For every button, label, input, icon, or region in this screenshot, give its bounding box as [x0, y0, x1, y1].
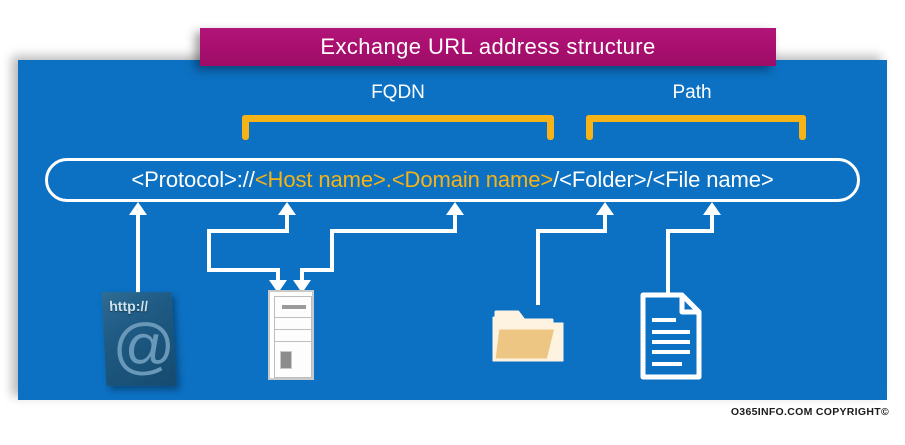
- connector-domainname-v1: [453, 214, 457, 231]
- server-icon-led: [280, 351, 292, 369]
- folder-icon: [492, 298, 564, 364]
- connector-domainname-v2: [330, 229, 334, 272]
- protocol-icon: http:// @: [101, 292, 178, 386]
- arrow-protocol-up: [129, 202, 147, 215]
- url-structure-bar: <Protocol>://<Host name>.<Domain name>/<…: [45, 158, 860, 202]
- arrow-domainname-up: [446, 202, 464, 215]
- connector-domainname-v3: [300, 268, 304, 281]
- path-bracket-cap-left: [586, 115, 593, 140]
- url-part-hostname: <Host name>: [254, 167, 386, 192]
- url-part-protocol: <Protocol>://: [131, 167, 255, 192]
- url-part-domainname: <Domain name>: [391, 167, 554, 192]
- connector-folder-h1: [536, 229, 607, 233]
- fqdn-bracket-cap-right: [547, 115, 554, 140]
- arrow-hostname-up: [278, 202, 296, 215]
- document-icon: [640, 292, 702, 380]
- fqdn-bracket-cap-left: [242, 115, 249, 140]
- arrow-hostname-down: [269, 280, 287, 293]
- connector-protocol-vertical: [136, 215, 140, 300]
- protocol-icon-tile: http:// @: [101, 292, 178, 386]
- arrow-folder-up: [596, 202, 614, 215]
- path-bracket-bar: [586, 115, 806, 122]
- connector-folder-v1: [603, 214, 607, 231]
- connector-file-v1: [710, 214, 714, 231]
- server-icon-band-3: [275, 341, 311, 342]
- fqdn-bracket-bar: [242, 115, 554, 122]
- fqdn-bracket: [242, 115, 554, 141]
- connector-file-v2: [666, 229, 670, 297]
- connector-file-h1: [666, 229, 714, 233]
- title-banner: Exchange URL address structure: [200, 28, 776, 66]
- at-symbol-icon: @: [110, 312, 178, 381]
- connector-domainname-h2: [300, 268, 334, 272]
- connector-hostname-v1: [285, 214, 289, 231]
- path-label: Path: [672, 82, 712, 103]
- server-icon-band-1: [275, 317, 311, 318]
- server-icon-band-2: [275, 329, 311, 330]
- connector-hostname-v3: [276, 268, 280, 281]
- url-string: <Protocol>://<Host name>.<Domain name>/<…: [131, 167, 773, 193]
- folder-icon-glyph: [492, 310, 564, 362]
- connector-hostname-h1: [207, 229, 289, 233]
- server-icon-inner: [274, 296, 312, 378]
- connector-folder-v2: [536, 229, 540, 305]
- connector-domainname-h1: [330, 229, 457, 233]
- path-bracket-cap-right: [799, 115, 806, 140]
- document-icon-glyph: [640, 292, 702, 380]
- url-part-folder-file: /<Folder>/<File name>: [553, 167, 774, 192]
- path-bracket: [586, 115, 806, 141]
- arrow-domainname-down: [293, 280, 311, 293]
- server-icon-body: [268, 290, 314, 380]
- url-part-dot: .: [385, 167, 392, 192]
- server-icon-slot: [282, 305, 306, 309]
- connector-hostname-v2: [207, 229, 211, 272]
- copyright-text: O365INFO.COM COPYRIGHT©: [730, 406, 889, 418]
- arrow-file-up: [703, 202, 721, 215]
- server-icon: [268, 290, 314, 380]
- connector-hostname-h2: [207, 268, 280, 272]
- fqdn-label: FQDN: [371, 82, 425, 103]
- page-title: Exchange URL address structure: [320, 34, 656, 59]
